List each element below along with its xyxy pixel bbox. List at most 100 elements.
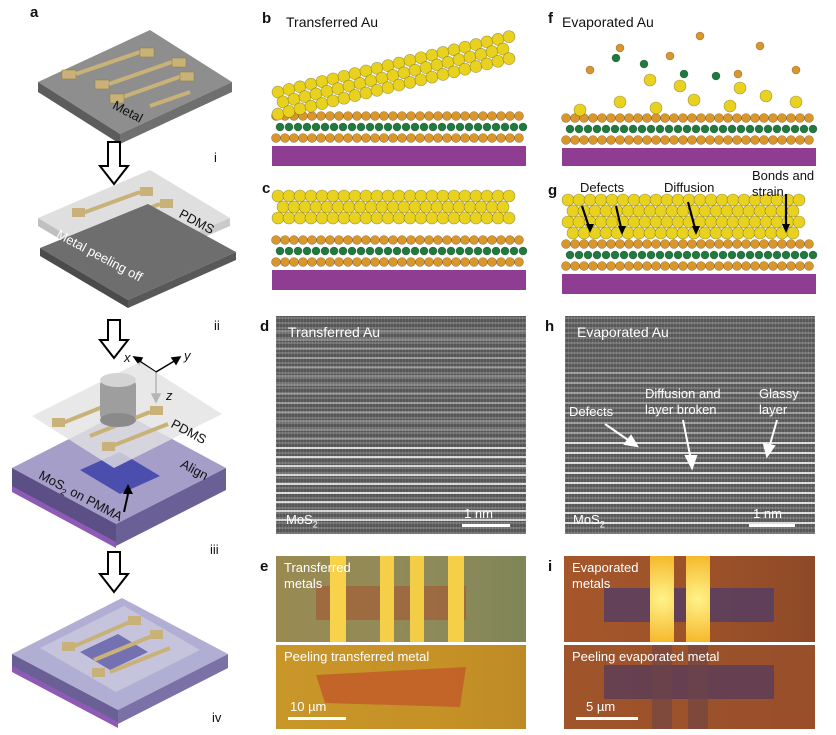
lattice-fringe [565,482,815,484]
mo-atom [500,122,510,132]
s-atom [451,235,461,245]
panel-c-label: c [262,180,271,197]
s-atom [487,257,497,267]
au-atom [654,204,668,218]
mo-atom [736,250,746,260]
panel-e-scale-bar [288,717,346,720]
panel-d-title: Transferred Au [288,324,381,340]
s-atom [777,239,787,249]
s-atom [678,261,688,271]
mo-atom [718,250,728,260]
mo-atom [754,124,764,134]
alignment-stage [12,362,226,548]
au-atom [671,215,685,229]
mo-atom [320,122,330,132]
s-atom [280,235,290,245]
au-atom [458,211,472,225]
s-atom [325,111,335,121]
lattice-fringe [276,330,526,332]
au-atom [397,200,411,214]
au-atom [375,200,389,214]
au-atom [447,65,461,79]
au-atom [271,107,285,121]
au-atom [693,193,707,207]
au-atom [573,103,587,117]
s-atom [741,261,751,271]
bonds-strain-label: Bonds and strain [752,168,815,199]
au-atom [480,189,494,203]
au-atom [709,204,723,218]
au-atom [704,193,718,207]
s-atom [406,133,416,143]
s-atom [469,257,479,267]
s-atom [343,235,353,245]
au-atom [698,204,712,218]
mo-atom [383,246,393,256]
s-atom [307,235,317,245]
s-atom [804,113,814,123]
au-atom [748,215,762,229]
au-atom [764,204,778,218]
panel-d-label: d [260,318,270,335]
s-atom [334,111,344,121]
au-atom [502,211,516,225]
au-atom [720,226,734,240]
mo-atom [302,246,312,256]
mo-atom [583,250,593,260]
au-vapor-atom [733,69,743,79]
au-atom [480,57,494,71]
panel-h-label: h [545,318,555,335]
au-atom [469,211,483,225]
lattice-fringe [276,384,526,386]
panel-h-scale-text: 1 nm [753,506,782,521]
au-atom [381,189,395,203]
au-atom [485,200,499,214]
s-atom [570,239,580,249]
mo-atom [401,246,411,256]
au-atom [392,78,406,92]
mo-atom [781,124,791,134]
s-atom [397,111,407,121]
s-atom [478,257,488,267]
au-atom [425,211,439,225]
s-atom [379,111,389,121]
mo-atom [482,246,492,256]
s-atom [505,133,515,143]
substrate-layer [562,274,816,294]
arrowhead-icon [586,224,594,233]
mo-atom [718,124,728,134]
s-atom [424,133,434,143]
s-atom [624,261,634,271]
au-vapor-atom [665,51,675,61]
mo-atom [664,250,674,260]
down-arrow-icon [97,319,131,360]
tem-image-evaporated: Evaporated Au Defects Diffusion and laye… [565,316,815,534]
substrate-layer [272,270,526,290]
au-atom [649,215,663,229]
mo-atom [637,124,647,134]
au-atom [337,91,351,105]
au-atom [403,189,417,203]
mo-atom [655,124,665,134]
s-atom [451,133,461,143]
s-atom [642,261,652,271]
au-atom [326,94,340,108]
s-atom [280,133,290,143]
evaporated-au-deposition-diagram [561,31,818,166]
s-atom [514,257,524,267]
au-atom [282,189,296,203]
s-atom [660,261,670,271]
panel-i-top-text: Evaporated metals [572,560,639,591]
s-atom [343,133,353,143]
lattice-fringe [276,357,526,359]
s-atom [597,113,607,123]
mo-atom [293,122,303,132]
mo-atom [473,122,483,132]
mo-atom [482,122,492,132]
au-atom [786,226,800,240]
s-atom [741,113,751,123]
s-atom [388,235,398,245]
au-atom [315,97,329,110]
mo-atom [610,124,620,134]
s-atom [669,261,679,271]
